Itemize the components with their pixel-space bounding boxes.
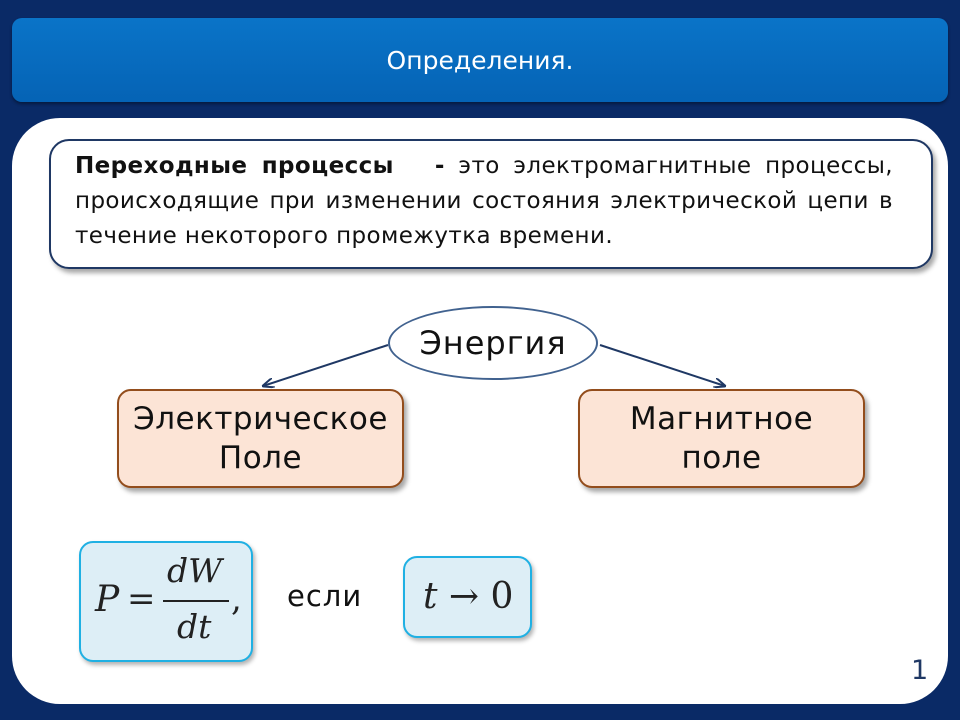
- formula-comma: ,: [231, 579, 242, 619]
- formula-lhs: P: [95, 579, 120, 620]
- energy-node: Энергия: [388, 306, 598, 380]
- definition-dash: -: [434, 153, 445, 179]
- limit-variable: t: [423, 576, 438, 617]
- slide-title: Определения.: [386, 45, 574, 75]
- power-formula-box: P = dW dt ,: [79, 541, 253, 662]
- formula-equals: =: [127, 579, 156, 619]
- magnetic-field-box: Магнитное поле: [578, 389, 865, 488]
- definition-box: [49, 139, 933, 269]
- header-bar: Определения.: [12, 18, 948, 102]
- condition-word: если: [287, 579, 363, 613]
- definition-body: это электромагнитные процессы, происходя…: [75, 153, 893, 249]
- definition-text: Переходные процессы - это электромагнитн…: [75, 149, 893, 254]
- limit-value: 0: [490, 576, 514, 617]
- fraction-bar: [163, 600, 229, 602]
- limit-formula: t → 0: [423, 576, 513, 617]
- formula-numerator: dW: [167, 551, 223, 590]
- formula-denominator: dt: [177, 607, 212, 646]
- definition-term: Переходные процессы: [75, 153, 394, 179]
- electric-field-label: Электрическое Поле: [133, 400, 388, 476]
- page-number: 1: [911, 655, 929, 686]
- magnetic-field-label: Магнитное поле: [629, 400, 814, 476]
- electric-field-box: Электрическое Поле: [117, 389, 404, 488]
- energy-label: Энергия: [419, 324, 567, 362]
- limit-formula-box: t → 0: [403, 556, 532, 638]
- right-arrow-icon: →: [448, 576, 480, 617]
